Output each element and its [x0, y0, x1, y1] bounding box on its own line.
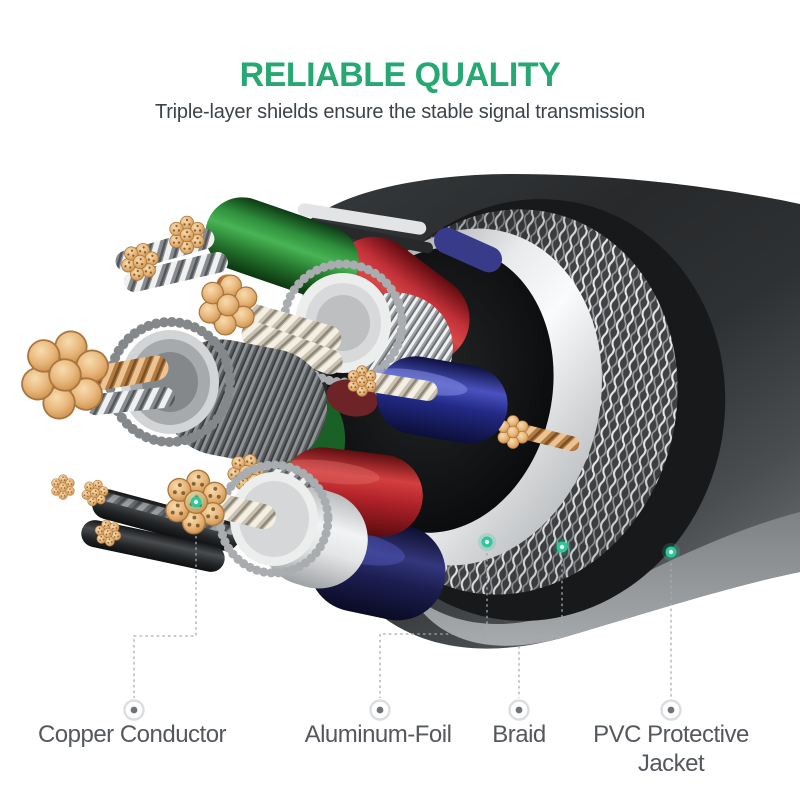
indicator-dot-copper	[187, 493, 205, 511]
label-marker-braid	[508, 699, 530, 721]
label-marker-aluminum-foil	[369, 699, 391, 721]
indicator-dot-aluminum-foil	[478, 533, 496, 551]
leader-line-aluminum-foil	[379, 553, 488, 698]
indicator-dot-braid	[553, 538, 571, 556]
page-subtitle: Triple-layer shields ensure the stable s…	[154, 101, 646, 123]
indicator-dots	[187, 493, 680, 561]
foil-sliver	[297, 203, 427, 235]
label-markers	[123, 699, 682, 721]
tin-rope	[241, 321, 343, 375]
tinned-strand	[124, 251, 228, 293]
callout-label-braid: Braid	[492, 721, 546, 748]
label-marker-copper	[123, 699, 145, 721]
indigo-sliver	[433, 227, 503, 273]
label-marker-pvc	[660, 699, 682, 721]
callout-label-aluminum-foil: Aluminum-Foil	[304, 721, 452, 748]
tin-rope	[356, 371, 438, 401]
tinned-strand	[85, 386, 175, 416]
leader-lines	[133, 536, 672, 698]
pvc-jacket-sheen	[408, 512, 800, 646]
page-title: RELIABLE QUALITY	[239, 56, 561, 94]
indicator-dot-pvc	[662, 543, 680, 561]
callout-label-pvc: PVC Protective Jacket	[593, 721, 749, 777]
copper-bundle	[52, 475, 75, 500]
drain-wire-strand	[510, 422, 580, 452]
wire-green	[205, 197, 359, 299]
tin-rope	[232, 301, 342, 353]
inner-wires	[15, 197, 580, 621]
callout-label-copper: Copper Conductor	[37, 721, 227, 748]
